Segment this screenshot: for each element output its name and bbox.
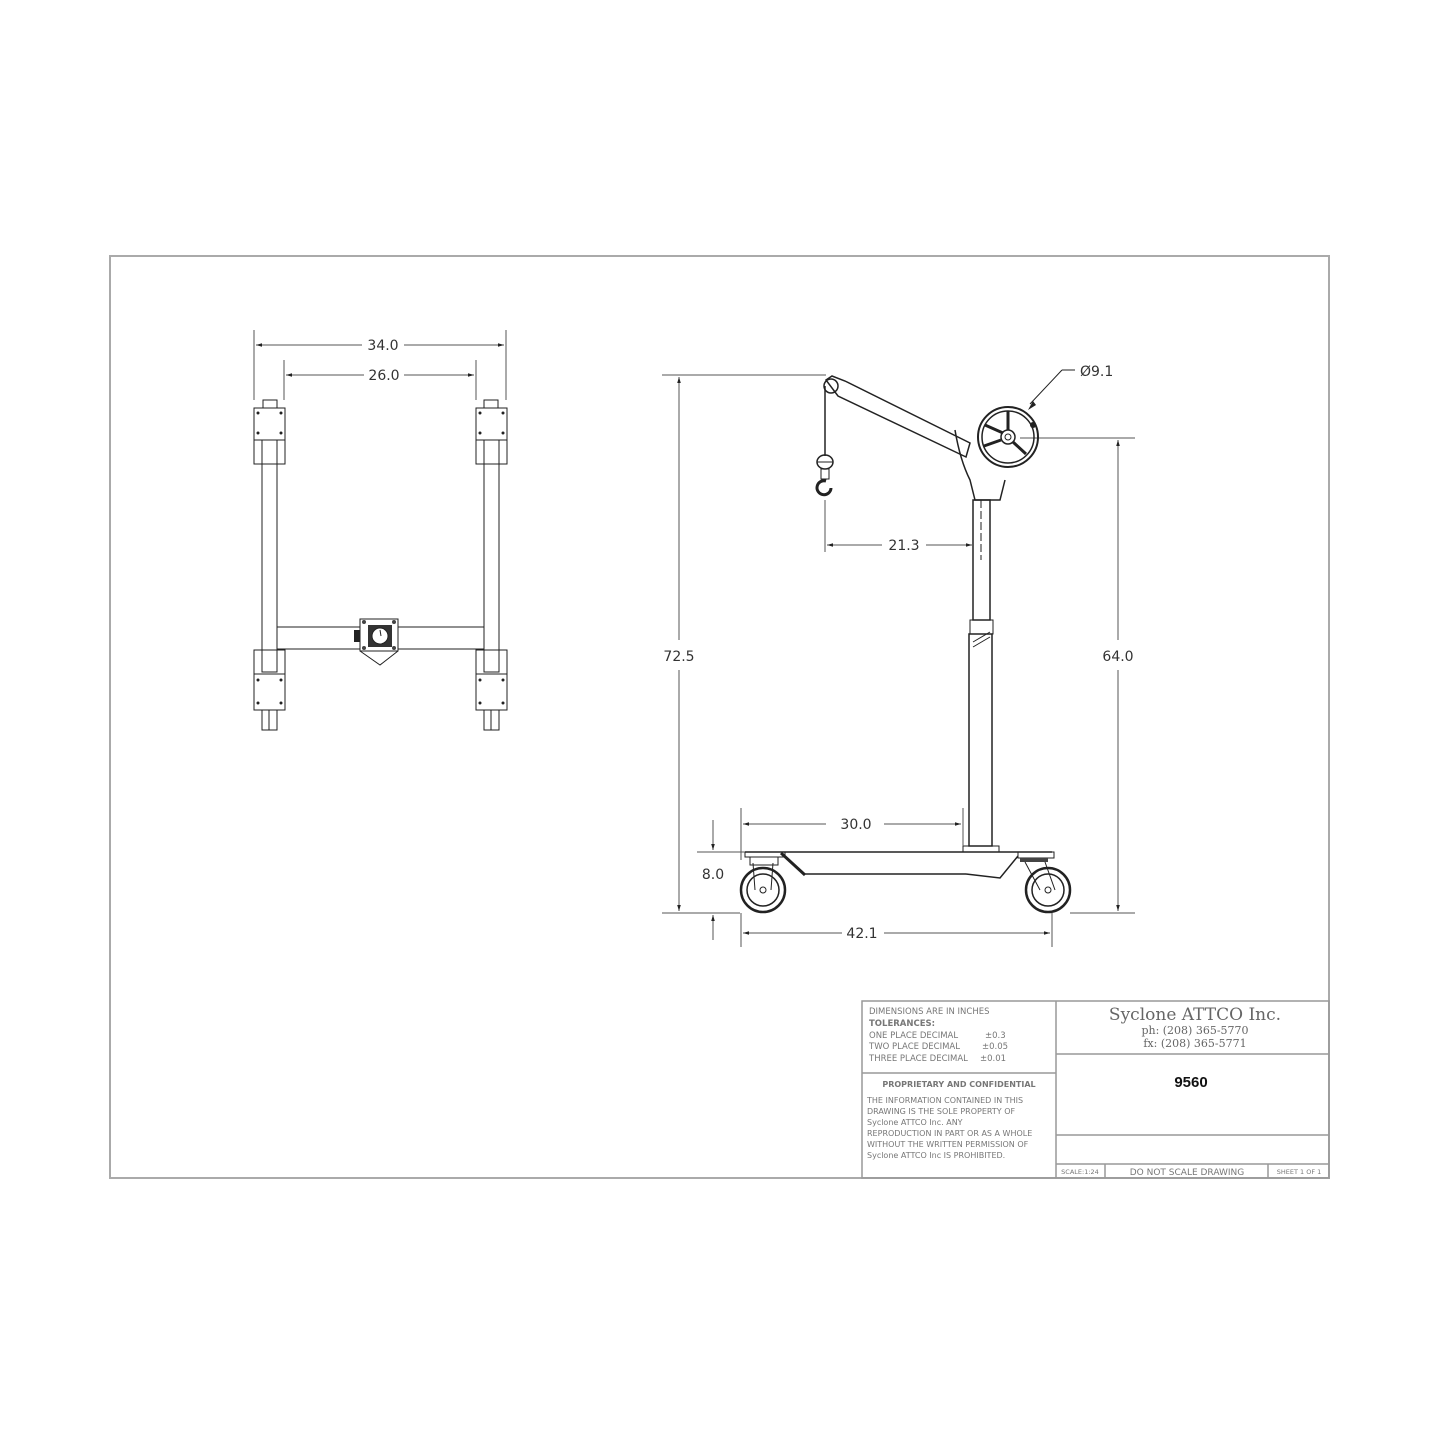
- proprietary-heading: PROPRIETARY AND CONFIDENTIAL: [882, 1080, 1035, 1089]
- company-fax: fx: (208) 365-5771: [1143, 1037, 1246, 1050]
- proprietary-line: REPRODUCTION IN PART OR AS A WHOLE: [867, 1129, 1032, 1138]
- proprietary-line: Syclone ATTCO Inc IS PROHIBITED.: [867, 1151, 1005, 1160]
- tolerance-1-value: ±0.3: [985, 1031, 1006, 1041]
- proprietary-line: THE INFORMATION CONTAINED IN THIS: [866, 1096, 1023, 1105]
- dim-pivot-height: 64.0: [1102, 649, 1133, 665]
- tolerances-label: TOLERANCES:: [869, 1019, 935, 1029]
- company-name: Syclone ATTCO Inc.: [1109, 1005, 1281, 1025]
- dim-overall-length: 42.1: [846, 926, 877, 942]
- units-note: DIMENSIONS ARE IN INCHES: [869, 1007, 989, 1017]
- sheet-border: [109, 255, 1330, 1179]
- front-view: [253, 330, 508, 731]
- tolerance-2-value: ±0.05: [982, 1042, 1008, 1052]
- dim-overall-width: 34.0: [367, 338, 398, 354]
- proprietary-line: Syclone ATTCO Inc. ANY: [867, 1118, 963, 1127]
- tolerance-3-label: THREE PLACE DECIMAL: [868, 1054, 968, 1064]
- part-number: 9560: [1174, 1074, 1207, 1091]
- sheet-number: SHEET 1 OF 1: [1277, 1168, 1322, 1176]
- tolerance-1-label: ONE PLACE DECIMAL: [869, 1031, 958, 1041]
- title-block: [861, 1000, 1330, 1179]
- proprietary-line: DRAWING IS THE SOLE PROPERTY OF: [867, 1107, 1015, 1116]
- dim-reach: 21.3: [888, 538, 919, 554]
- dim-inner-width: 26.0: [368, 368, 399, 384]
- dim-base-height: 8.0: [702, 867, 724, 883]
- dim-drum-diameter: Ø9.1: [1080, 364, 1113, 380]
- dim-base-to-mast: 30.0: [840, 817, 871, 833]
- scale-value: SCALE:1:24: [1061, 1168, 1099, 1176]
- side-view: [662, 369, 1135, 947]
- proprietary-line: WITHOUT THE WRITTEN PERMISSION OF: [867, 1140, 1029, 1149]
- scale-note: DO NOT SCALE DRAWING: [1130, 1168, 1245, 1178]
- company-phone: ph: (208) 365-5770: [1141, 1024, 1248, 1037]
- tolerance-2-label: TWO PLACE DECIMAL: [868, 1042, 960, 1052]
- dim-overall-height: 72.5: [663, 649, 694, 665]
- tolerance-3-value: ±0.01: [980, 1054, 1006, 1064]
